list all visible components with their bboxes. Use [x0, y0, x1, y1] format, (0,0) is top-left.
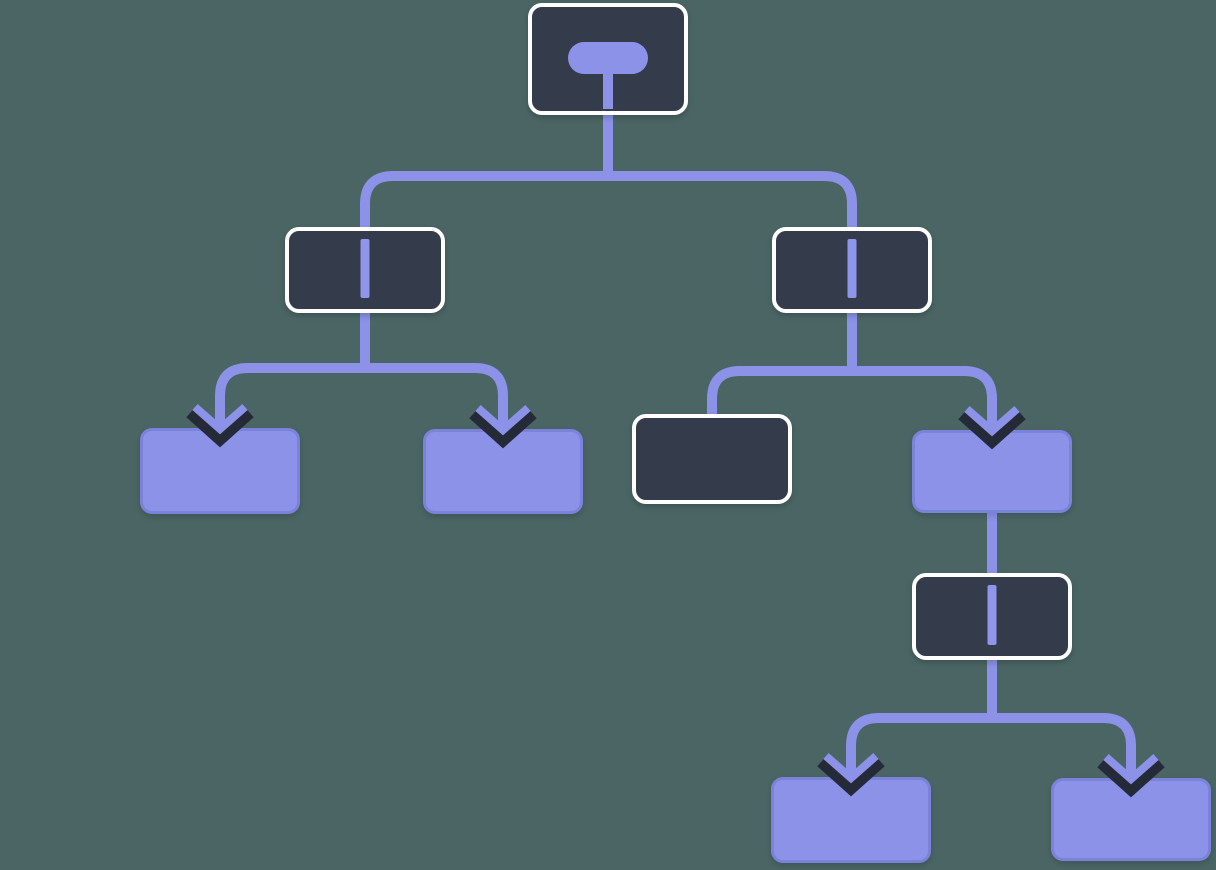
pill-icon: [568, 42, 648, 74]
connector-root-split: [360, 113, 857, 235]
connector-branch-right-split: [707, 311, 997, 426]
node-leaf-left-2[interactable]: [423, 429, 583, 514]
node-leaf-left-1[interactable]: [140, 428, 300, 514]
connector-branch-lower-split: [846, 658, 1136, 774]
connector-branch-left-split: [215, 311, 508, 425]
node-right-upper[interactable]: [912, 430, 1072, 513]
node-root[interactable]: [528, 3, 688, 115]
node-branch-left[interactable]: [285, 227, 445, 313]
node-leaf-dark[interactable]: [632, 414, 792, 504]
node-divider-line: [360, 239, 370, 298]
node-branch-lower[interactable]: [912, 573, 1072, 660]
node-bottom-right[interactable]: [1051, 778, 1211, 861]
node-divider-line: [847, 239, 857, 298]
pill-stem: [603, 70, 613, 109]
node-bottom-left[interactable]: [771, 777, 931, 863]
node-branch-right[interactable]: [772, 227, 932, 313]
node-divider-line: [987, 585, 997, 645]
